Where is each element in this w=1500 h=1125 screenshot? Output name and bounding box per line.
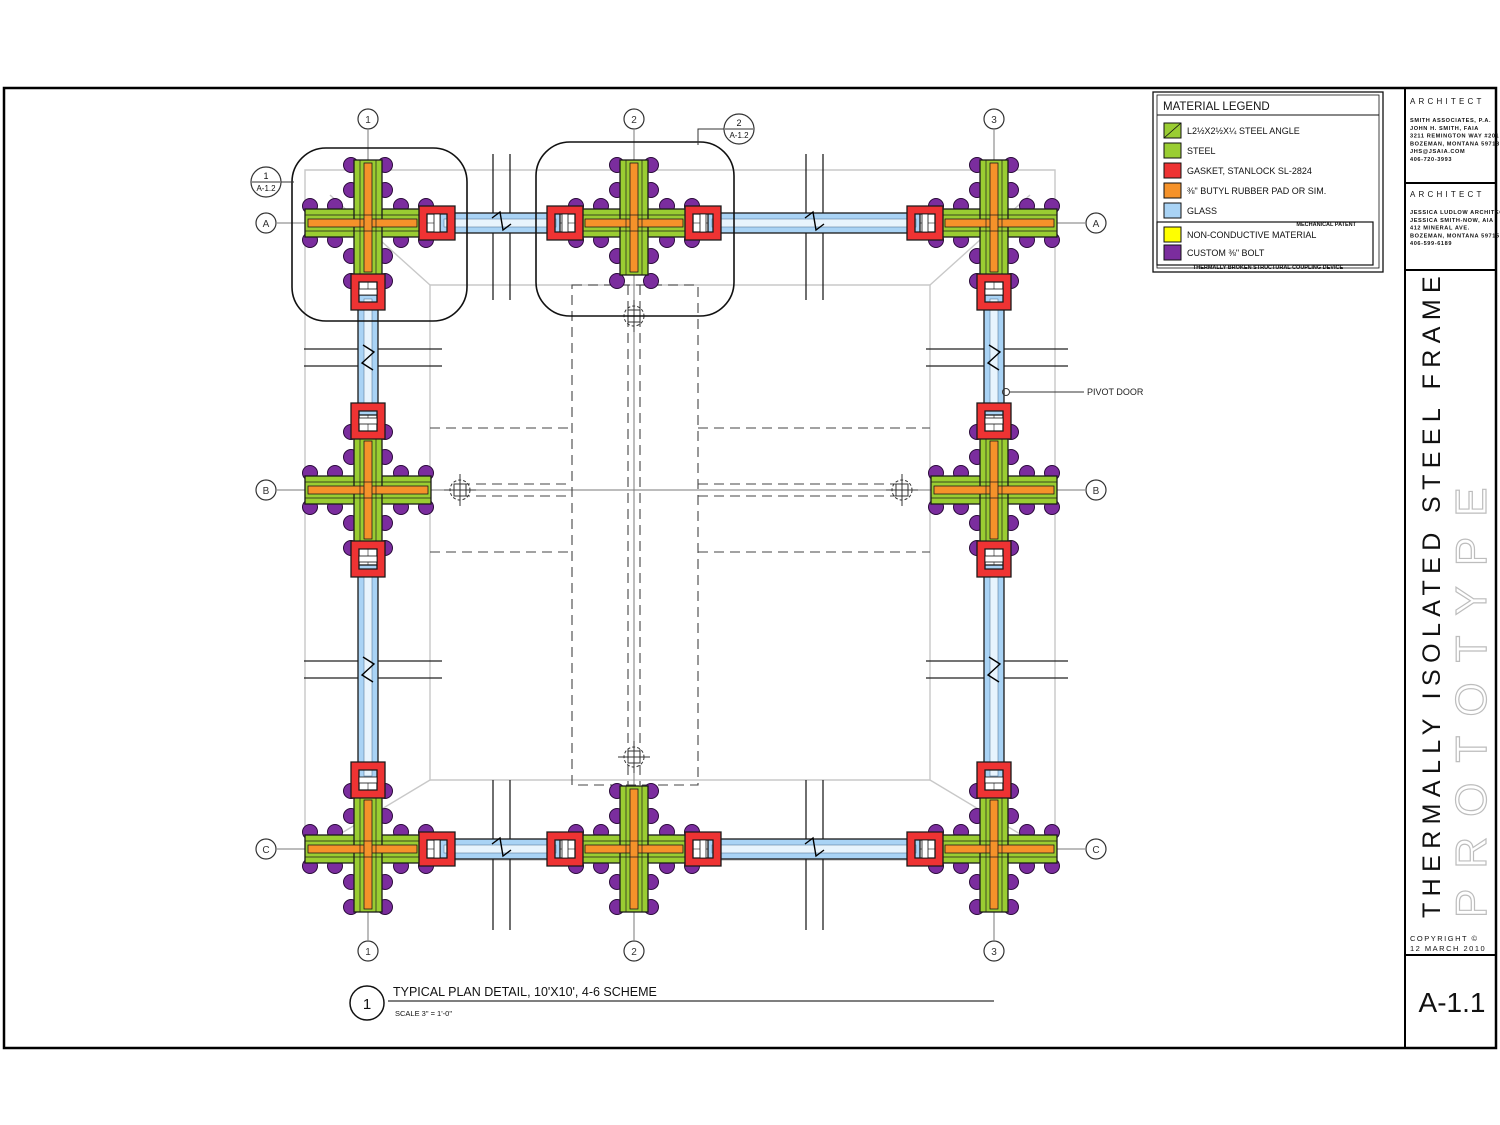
grid-label: A (263, 219, 270, 230)
firm-line: JOHN H. SMITH, FAIA (1410, 126, 1479, 132)
hinge (618, 741, 650, 773)
callout-2-number: 2 (736, 118, 741, 128)
grid-label: 1 (365, 115, 371, 126)
grid-label: 1 (365, 947, 371, 958)
coupling-node (906, 157, 1060, 311)
legend-item: GLASS (1163, 202, 1217, 219)
firm-line: BOZEMAN, MONTANA 59715 (1410, 233, 1500, 239)
coupling-node (906, 761, 1060, 915)
pivot-door-label: PIVOT DOOR (1087, 387, 1144, 397)
grid-bubble-row-b-left: B (255, 479, 277, 501)
grid-bubble-row-a-right: A (1085, 212, 1107, 234)
grid-bubble-row-b-right: B (1085, 479, 1107, 501)
detail-title-block: 1 TYPICAL PLAN DETAIL, 10'X10', 4-6 SCHE… (349, 985, 994, 1021)
detail-title: TYPICAL PLAN DETAIL, 10'X10', 4-6 SCHEME (393, 985, 657, 999)
break-symbols (360, 210, 1002, 858)
grid-label: C (262, 845, 269, 856)
legend-item-label: GASKET, STANLOCK SL-2824 (1187, 166, 1312, 176)
grid-bubble-row-a-left: A (255, 212, 277, 234)
grid-label: 3 (991, 947, 997, 958)
architect-label-2: ARCHITECT (1410, 190, 1485, 199)
legend-item: L2½X2½X¼ STEEL ANGLE (1163, 122, 1300, 139)
legend-item-label: NON-CONDUCTIVE MATERIAL (1187, 230, 1316, 240)
firm-line: JESSICA LUDLOW ARCHITECTURE (1410, 210, 1500, 216)
firm-line: SMITH ASSOCIATES, P.A. (1410, 118, 1491, 124)
sheet-number: A-1.1 (1419, 987, 1486, 1018)
copyright: COPYRIGHT © (1410, 934, 1479, 943)
legend-title: MATERIAL LEGEND (1163, 101, 1270, 113)
legend-item-label: L2½X2½X¼ STEEL ANGLE (1187, 126, 1300, 136)
legend-item: CUSTOM ⅜" BOLT (1163, 244, 1265, 261)
grid-label: A (1093, 219, 1100, 230)
firm-line: 3211 REMINGTON WAY #201 (1410, 134, 1499, 140)
firm-line: JESSICA SMITH-NOW, AIA (1410, 218, 1494, 224)
legend-item: GASKET, STANLOCK SL-2824 (1163, 162, 1312, 179)
project-title: THERMALLY ISOLATED STEEL FRAME (1418, 270, 1446, 918)
grid-label: C (1092, 845, 1099, 856)
legend-item-label: STEEL (1187, 146, 1216, 156)
glass-panels (357, 212, 1005, 860)
pivot-door-dashed (430, 284, 930, 786)
title-block: ARCHITECT SMITH ASSOCIATES, P.A. JOHN H. … (1405, 97, 1500, 1018)
firm-line: BOZEMAN, MONTANA 59718 (1410, 141, 1500, 147)
grid-bubble-row-c-right: C (1085, 838, 1107, 860)
hinge-symbols (444, 300, 918, 773)
grid-label: B (263, 486, 270, 497)
legend-item-label: ⅜" BUTYL RUBBER PAD OR SIM. (1187, 186, 1326, 196)
pivot-door-annotation: PIVOT DOOR (1002, 387, 1144, 397)
firm-line: JHS@JSAIA.COM (1410, 149, 1465, 155)
architect-label-1: ARCHITECT (1410, 97, 1485, 106)
hinge (444, 474, 476, 506)
grid-bubble-col-3-top: 3 (983, 108, 1005, 130)
detail-number-bubble (349, 985, 385, 1021)
legend-item: NON-CONDUCTIVE MATERIAL (1163, 226, 1316, 243)
material-legend: MATERIAL LEGEND MECHANICAL PATENT THERMA… (1152, 91, 1384, 273)
legend-item-label: CUSTOM ⅜" BOLT (1187, 248, 1265, 258)
callout-2-sheet: A-1.2 (729, 131, 749, 140)
grid-lines (277, 130, 1085, 940)
grid-bubble-row-c-left: C (255, 838, 277, 860)
coupling-node (546, 783, 722, 915)
grid-bubble-col-2-bottom: 2 (623, 940, 645, 962)
detail-number: 1 (363, 996, 371, 1013)
firm-line: 406-599-6189 (1410, 241, 1452, 247)
grid-bubble-col-1-top: 1 (357, 108, 379, 130)
firm-line: 406-720-3993 (1410, 157, 1452, 163)
legend-item-label: GLASS (1187, 206, 1217, 216)
coupling-node (928, 402, 1060, 578)
grid-bubble-col-3-bottom: 3 (983, 940, 1005, 962)
coupling-node (302, 402, 434, 578)
grid-label: 2 (631, 115, 637, 126)
callout-1-number: 1 (263, 171, 268, 181)
coupling-nodes (302, 157, 1060, 915)
firm-line: 412 MINERAL AVE. (1410, 226, 1470, 232)
callout-1-sheet: A-1.2 (256, 184, 276, 193)
detail-callout-box-2 (535, 141, 735, 317)
detail-callout-box-1 (291, 147, 468, 322)
issue-date: 12 MARCH 2010 (1410, 944, 1486, 953)
legend-item: ⅜" BUTYL RUBBER PAD OR SIM. (1163, 182, 1326, 199)
grid-label: 3 (991, 115, 997, 126)
legend-device-label: THERMALLY BROKEN STRUCTURAL COUPLING DEV… (1193, 265, 1344, 271)
grid-bubble-col-1-bottom: 1 (357, 940, 379, 962)
project-subtitle: PROTOTYPE (1447, 467, 1496, 918)
detail-scale: SCALE 3" = 1'-0" (395, 1009, 452, 1018)
coupling-node (546, 157, 722, 289)
callout-2[interactable]: 2 A-1.2 (697, 113, 755, 145)
grid-label: 2 (631, 947, 637, 958)
legend-patent-label: MECHANICAL PATENT (1296, 222, 1356, 228)
coupling-node (302, 761, 456, 915)
grid-label: B (1093, 486, 1100, 497)
hinge (886, 474, 918, 506)
legend-item: STEEL (1163, 142, 1216, 159)
inner-frame-outline (304, 169, 1056, 861)
callout-1[interactable]: 1 A-1.2 (250, 166, 294, 198)
coupling-node (302, 157, 456, 311)
grid-bubble-col-2-top: 2 (623, 108, 645, 130)
sheet-border (2, 86, 1498, 1050)
wall-lines (304, 154, 1068, 930)
